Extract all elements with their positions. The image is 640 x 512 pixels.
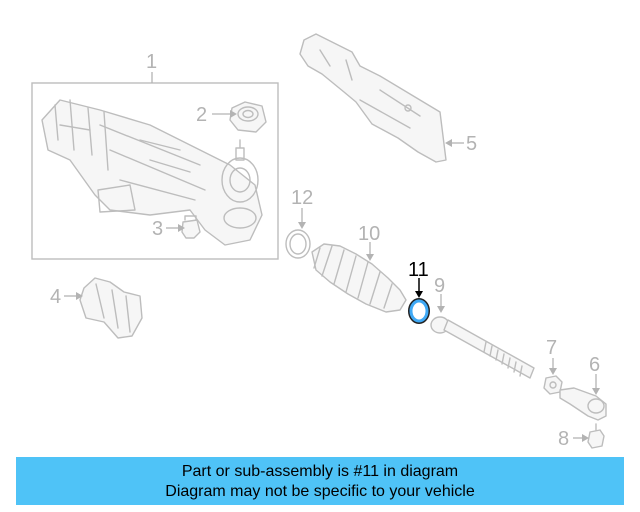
info-banner: Part or sub-assembly is #11 in diagram D… [16, 457, 624, 505]
arrow-11 [415, 291, 423, 298]
callout-11: 11 [408, 259, 429, 281]
part-9-inner-tie-rod [430, 316, 535, 379]
arrow-12 [298, 222, 306, 229]
part-8-nut [587, 423, 605, 449]
callout-1: 1 [146, 51, 157, 73]
arrow-2 [230, 110, 237, 118]
callout-3: 3 [152, 218, 163, 240]
callout-2: 2 [196, 104, 207, 126]
assembly-box [31, 82, 279, 260]
part-6-tie-rod-end [559, 387, 607, 421]
arrow-9 [437, 306, 445, 313]
arrow-5 [445, 139, 452, 147]
callout-5: 5 [466, 133, 477, 155]
arrow-4 [76, 292, 83, 300]
banner-line-1: Part or sub-assembly is #11 in diagram [181, 463, 459, 480]
callout-4: 4 [50, 286, 61, 308]
arrow-10 [366, 254, 374, 261]
callout-9: 9 [434, 275, 445, 297]
part-5-bracket [299, 33, 447, 163]
steering-rack [41, 99, 263, 246]
part-2-bushing [229, 101, 267, 133]
callout-7: 7 [546, 337, 557, 359]
callout-12: 12 [291, 187, 313, 209]
callout-10: 10 [358, 223, 380, 245]
callout-8: 8 [558, 428, 569, 450]
arrow-6 [592, 388, 600, 395]
arrow-7 [549, 368, 557, 375]
part-4-heat-shield [79, 277, 143, 339]
arrow-3 [178, 224, 185, 232]
callout-6: 6 [589, 354, 600, 376]
part-10-boot [311, 243, 407, 313]
part-11-clamp-highlighted[interactable] [408, 298, 430, 324]
part-3-plug [181, 215, 201, 239]
part-12-clamp [285, 229, 311, 259]
arrow-8 [582, 434, 589, 442]
banner-line-2: Diagram may not be specific to your vehi… [165, 483, 475, 500]
